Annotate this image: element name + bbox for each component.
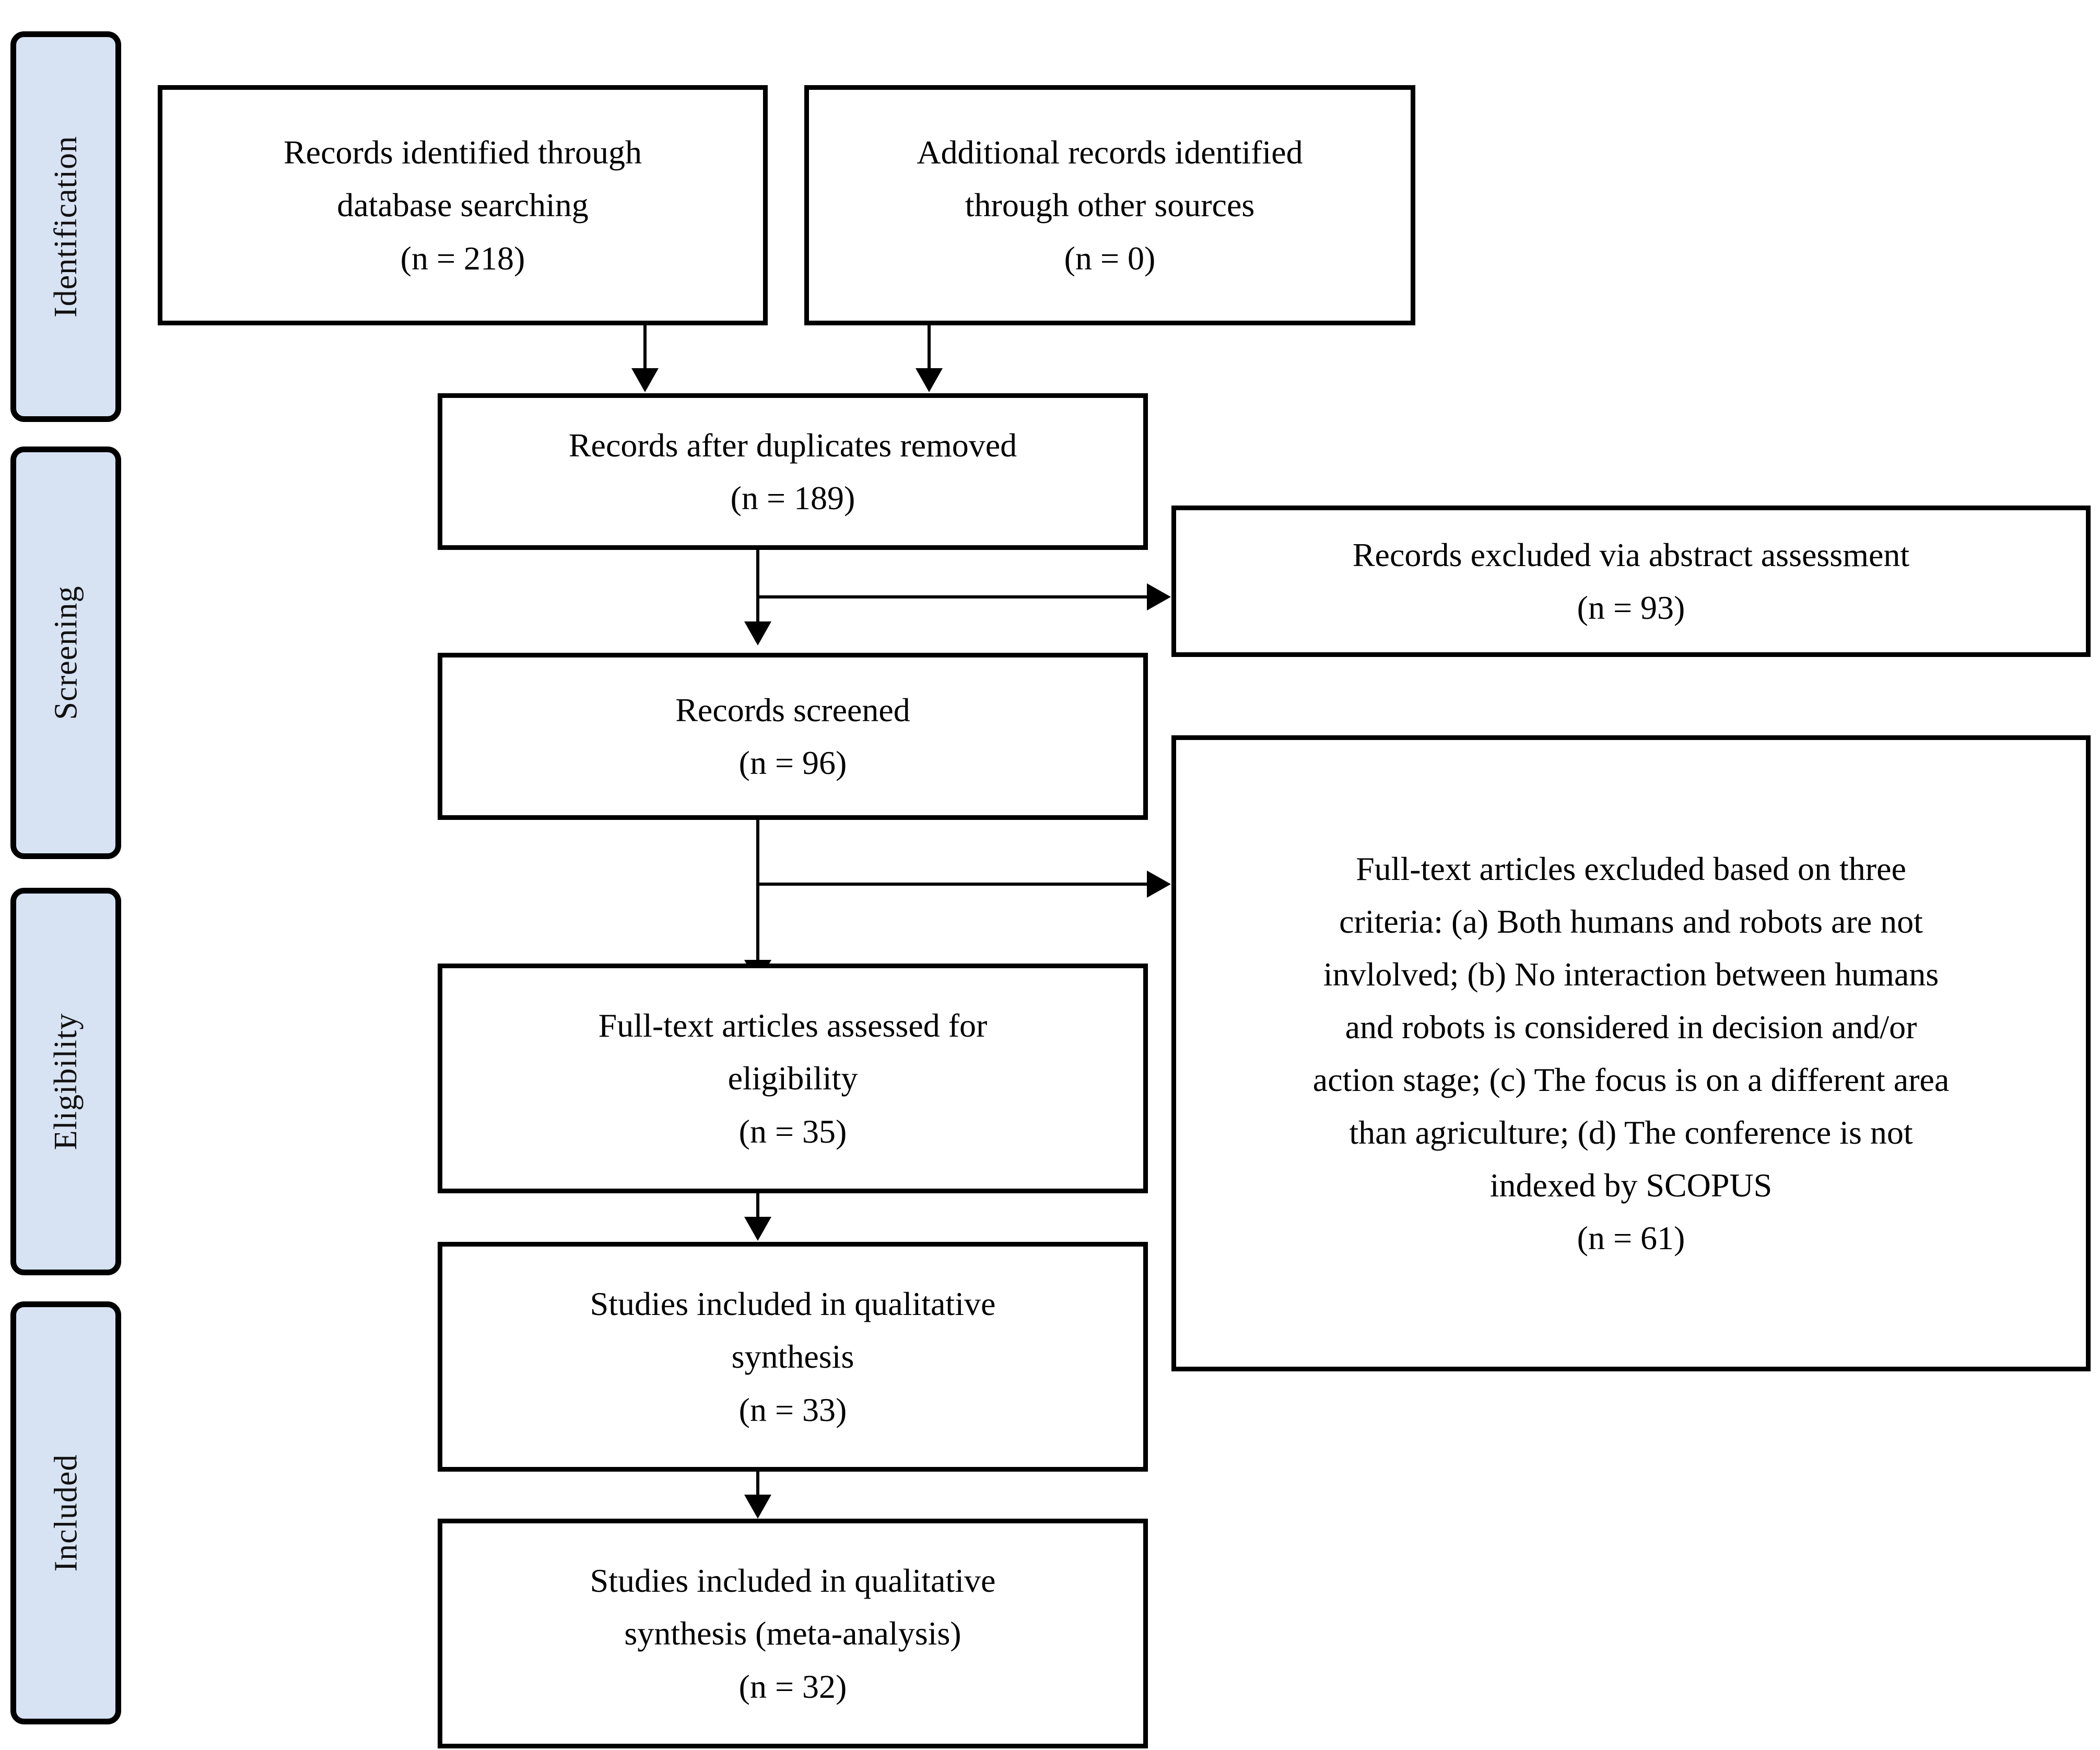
connector-line-screened-to-fulltext [756, 820, 759, 971]
node-text-line: than agriculture; (d) The conference is … [1349, 1114, 1913, 1152]
node-count: (n = 218) [400, 239, 525, 277]
node-text-line: synthesis [731, 1338, 854, 1376]
stage-identification: Identification [10, 31, 121, 422]
node-text-line: Studies included in qualitative [590, 1562, 996, 1600]
arrow-screened-to-fulltext-excluded [1147, 871, 1171, 898]
stage-screening-label: Screening [48, 585, 84, 720]
node-count: (n = 33) [738, 1391, 847, 1428]
node-records-after-duplicates: Records after duplicates removed (n = 18… [438, 393, 1148, 550]
node-count: (n = 0) [1064, 239, 1156, 277]
connector-line-duplicates-to-screened [756, 550, 759, 629]
node-fulltext-excluded: Full-text articles excluded based on thr… [1171, 735, 2091, 1371]
connector-line-screened-to-fulltext-excluded [756, 883, 1152, 886]
node-text-line: Records excluded via abstract assessment [1352, 536, 1910, 573]
node-fulltext-assessed: Full-text articles assessed for eligibil… [438, 964, 1148, 1193]
node-text-line: Records identified through [283, 134, 642, 171]
stage-included-label: Included [48, 1454, 84, 1572]
node-records-other-sources: Additional records identified through ot… [804, 85, 1415, 325]
connector-line-qualitative-to-meta [756, 1472, 759, 1511]
node-text-line: Full-text articles excluded based on thr… [1356, 850, 1906, 887]
arrow-db-to-duplicates [631, 368, 659, 392]
node-text-line: criteria: (a) Both humans and robots are… [1339, 902, 1923, 940]
node-text-line: database searching [337, 186, 589, 224]
node-count: (n = 189) [730, 479, 855, 516]
node-records-excluded-abstract: Records excluded via abstract assessment… [1171, 506, 2091, 657]
stage-identification-label: Identification [48, 136, 84, 318]
node-qualitative-synthesis: Studies included in qualitative synthesi… [438, 1242, 1148, 1472]
stage-eligibility: Eligibility [10, 888, 121, 1275]
node-text-line: Full-text articles assessed for [598, 1007, 988, 1044]
node-text-line: Studies included in qualitative [590, 1285, 996, 1323]
stage-included: Included [10, 1301, 121, 1724]
arrow-duplicates-to-excluded [1147, 583, 1171, 610]
arrow-qualitative-to-meta [744, 1495, 771, 1519]
node-count: (n = 61) [1577, 1219, 1685, 1257]
node-records-database-search: Records identified through database sear… [158, 85, 768, 325]
connector-line-other-to-duplicates [928, 325, 931, 378]
arrow-fulltext-to-qualitative [744, 1217, 771, 1241]
node-count: (n = 32) [738, 1667, 847, 1705]
stage-eligibility-label: Eligibility [48, 1013, 84, 1150]
node-text-line: Records screened [675, 691, 910, 729]
node-count: (n = 93) [1577, 589, 1685, 626]
node-text-line: Records after duplicates removed [568, 426, 1017, 464]
stage-screening: Screening [10, 447, 121, 859]
connector-line-db-to-duplicates [643, 325, 647, 378]
node-text-line: and robots is considered in decision and… [1345, 1008, 1917, 1046]
node-records-screened: Records screened (n = 96) [438, 653, 1148, 820]
node-meta-analysis: Studies included in qualitative synthesi… [438, 1519, 1148, 1748]
connector-line-duplicates-to-excluded [756, 595, 1152, 598]
arrow-other-to-duplicates [916, 368, 943, 392]
node-text-line: indexed by SCOPUS [1489, 1167, 1773, 1204]
connector-line-fulltext-to-qualitative [756, 1193, 759, 1232]
node-text-line: invlolved; (b) No interaction between hu… [1323, 955, 1939, 993]
node-text-line: action stage; (c) The focus is on a diff… [1312, 1061, 1950, 1098]
node-count: (n = 96) [738, 744, 847, 781]
node-text-line: eligibility [728, 1060, 858, 1097]
node-text-line: through other sources [965, 186, 1255, 224]
arrow-duplicates-to-screened [744, 621, 771, 645]
node-text-line: Additional records identified [917, 134, 1303, 171]
node-text-line: synthesis (meta-analysis) [624, 1615, 961, 1652]
node-count: (n = 35) [738, 1112, 847, 1150]
